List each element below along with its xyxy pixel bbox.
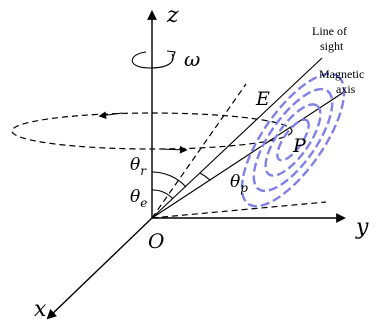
z-axis-label: z <box>166 3 179 28</box>
theta-r-arc <box>151 171 187 188</box>
x-axis-label: x <box>34 297 47 322</box>
omega-label: ω <box>184 47 200 71</box>
x-axis <box>46 217 153 320</box>
theta-p-arc <box>199 172 211 181</box>
emission-beam <box>240 72 346 208</box>
theta-p-label: θp <box>230 172 248 195</box>
orbit-arrow-back <box>98 111 123 119</box>
cone-edge-upper <box>151 83 247 219</box>
origin-label: O <box>148 229 164 253</box>
rotation-arrowhead <box>166 50 176 61</box>
point-E-label: E <box>255 88 270 110</box>
magnetic-axis-label-line2: axis <box>336 82 356 96</box>
y-axis-label: y <box>355 215 369 240</box>
point-P-label: P <box>292 135 307 157</box>
line-of-sight <box>151 57 323 219</box>
magnetic-axis <box>151 91 345 219</box>
magnetic-axis-label-line1: Magnetic <box>319 67 364 81</box>
rotation-arrow <box>131 51 174 69</box>
line-of-sight-label-line2: sight <box>320 39 344 53</box>
theta-r-label: θr <box>130 155 147 178</box>
cone-edge-lower <box>151 201 327 219</box>
theta-e-arc <box>151 189 174 200</box>
magnetic-axis-orbit <box>11 112 293 150</box>
theta-e-label: θe <box>130 187 147 210</box>
line-of-sight-label-line1: Line of <box>312 24 347 38</box>
orbit-arrow-front <box>159 145 188 154</box>
